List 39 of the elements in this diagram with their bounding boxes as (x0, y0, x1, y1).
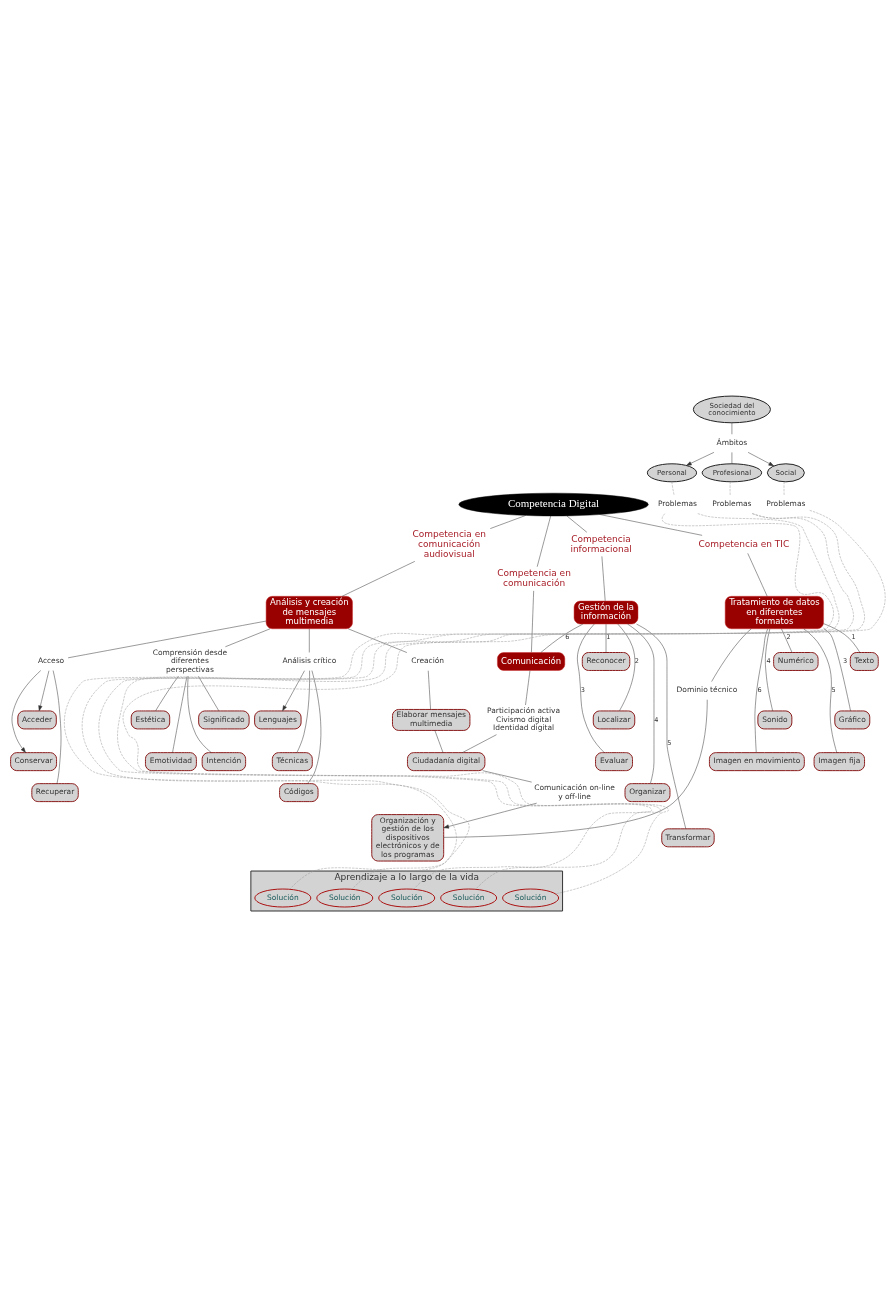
connector (490, 514, 526, 529)
connector (823, 627, 851, 711)
connector (536, 515, 551, 567)
arrow (11, 669, 41, 753)
arrow (38, 669, 50, 711)
connector (443, 698, 708, 838)
connector (52, 669, 62, 784)
arrow (747, 451, 775, 466)
connector (434, 729, 444, 753)
node-ellipse: Competencia Digital (458, 492, 649, 516)
node-box: Análisis y creación de mensajes multimedia (265, 595, 353, 629)
node-box: Tratamiento de datos en diferentes formatos (724, 595, 824, 629)
node-text: Competencia informacional (570, 533, 632, 554)
connector (428, 669, 431, 709)
connector (731, 422, 733, 434)
connector (803, 628, 837, 753)
connector (671, 481, 675, 496)
node-box: Comunicación (497, 651, 566, 671)
connector (765, 628, 773, 711)
node-box: Gestión de la información (573, 600, 639, 624)
arrow (686, 451, 715, 466)
connector (605, 623, 607, 653)
connector (566, 515, 588, 532)
node-text: Competencia en TIC (698, 538, 790, 549)
arrow (282, 669, 305, 711)
node-text: Competencia en comunicación (497, 567, 571, 588)
connector (172, 675, 188, 753)
connector (781, 628, 793, 653)
connector (823, 622, 861, 653)
connector (599, 513, 703, 536)
arrow (443, 802, 537, 828)
connector (577, 623, 605, 753)
connector (754, 628, 768, 753)
connector (731, 451, 733, 464)
connector (462, 733, 497, 753)
connector (636, 623, 687, 829)
connector (296, 669, 310, 753)
connector (307, 669, 322, 784)
node-text: Competencia en comunicación audiovisual (412, 528, 486, 559)
